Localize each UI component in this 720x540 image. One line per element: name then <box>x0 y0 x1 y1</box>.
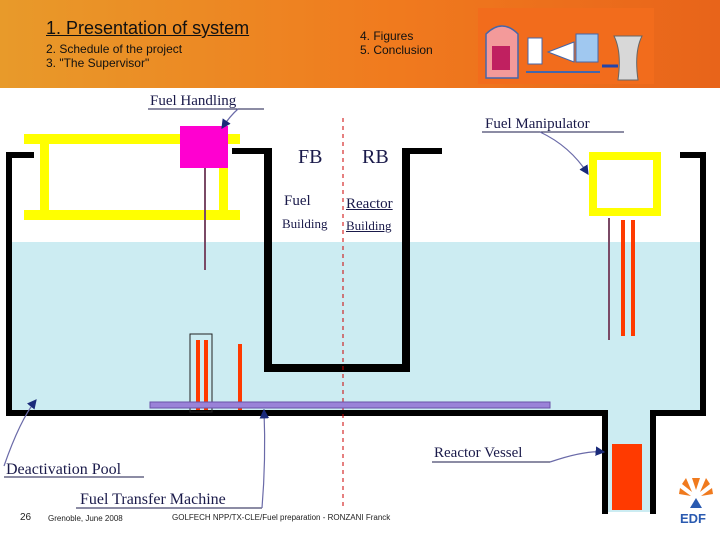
arrow-fuel-manipulator <box>539 131 589 176</box>
divider-wall-left <box>264 148 272 370</box>
label-fuel-handling: Fuel Handling <box>150 93 237 109</box>
label-fuel: Fuel <box>284 193 311 209</box>
right-pool-wall <box>700 152 706 414</box>
fuel-handler-head <box>180 126 228 168</box>
menu-item-conclusion[interactable]: 5. Conclusion <box>360 43 433 57</box>
arrow-fuel-transfer-machine <box>259 408 270 509</box>
manipulator-fuel-rod-1 <box>621 220 625 336</box>
edf-logo-icon <box>679 478 713 508</box>
label-rb: RB <box>362 146 389 168</box>
page-number: 26 <box>20 512 32 523</box>
pool-fuel-rod-2 <box>204 340 208 410</box>
pool-fuel-rod-3 <box>238 344 242 410</box>
divider-wall-bottom <box>264 364 410 372</box>
left-pool-wall <box>6 152 12 414</box>
manipulator-right-leg <box>653 152 661 216</box>
pool-water <box>12 242 700 412</box>
crane-right-leg <box>219 134 228 220</box>
pool-right-floor <box>650 410 706 416</box>
manipulator-top-beam <box>589 152 661 160</box>
pool-floor <box>6 410 608 416</box>
label-building-fuel: Building <box>282 216 328 231</box>
arrow-fuel-handling <box>221 108 239 129</box>
label-deactivation-pool: Deactivation Pool <box>6 461 122 478</box>
edf-logo-text: EDF <box>680 511 706 526</box>
arrow-deactivation-pool <box>3 399 37 467</box>
manipulator-fuel-rod-2 <box>631 220 635 336</box>
vessel-wall-right <box>650 410 656 514</box>
divider-top-ledge-right <box>402 148 442 154</box>
label-fb: FB <box>298 146 323 168</box>
crane-top-beam <box>24 134 240 144</box>
pool-fuel-rod-1 <box>196 340 200 410</box>
footer-reference: GOLFECH NPP/TX-CLE/Fuel preparation - RO… <box>172 513 391 522</box>
arrow-reactor-vessel <box>549 446 606 463</box>
pool-rack <box>189 333 213 413</box>
label-fuel-manipulator: Fuel Manipulator <box>485 116 590 132</box>
manipulator-left-leg <box>589 152 597 216</box>
manipulator-bottom-beam <box>589 208 661 216</box>
label-building-reactor: Building <box>346 218 392 233</box>
label-reactor: Reactor <box>346 196 393 212</box>
reactor-vessel-fuel <box>612 444 642 510</box>
crane-left-leg <box>40 134 49 220</box>
section-title[interactable]: 1. Presentation of system <box>46 18 250 38</box>
crane-bottom-beam <box>24 210 240 220</box>
pool-left-top-ledge <box>6 152 34 158</box>
label-reactor-vessel: Reactor Vessel <box>434 445 523 461</box>
fuel-transfer-tube <box>149 401 551 409</box>
pool-right-top-ledge <box>680 152 706 158</box>
footer-location-date: Grenoble, June 2008 <box>48 514 123 523</box>
menu-item-figures[interactable]: 4. Figures <box>360 29 414 43</box>
menu-item-schedule[interactable]: 2. Schedule of the project <box>46 42 183 56</box>
vessel-wall-left <box>602 410 608 514</box>
plant-thumbnail-icon <box>478 8 654 84</box>
menu-item-supervisor[interactable]: 3. "The Supervisor" <box>46 56 150 70</box>
label-fuel-transfer-machine: Fuel Transfer Machine <box>80 491 226 508</box>
divider-wall-right <box>402 148 410 370</box>
divider-top-ledge-left <box>232 148 272 154</box>
